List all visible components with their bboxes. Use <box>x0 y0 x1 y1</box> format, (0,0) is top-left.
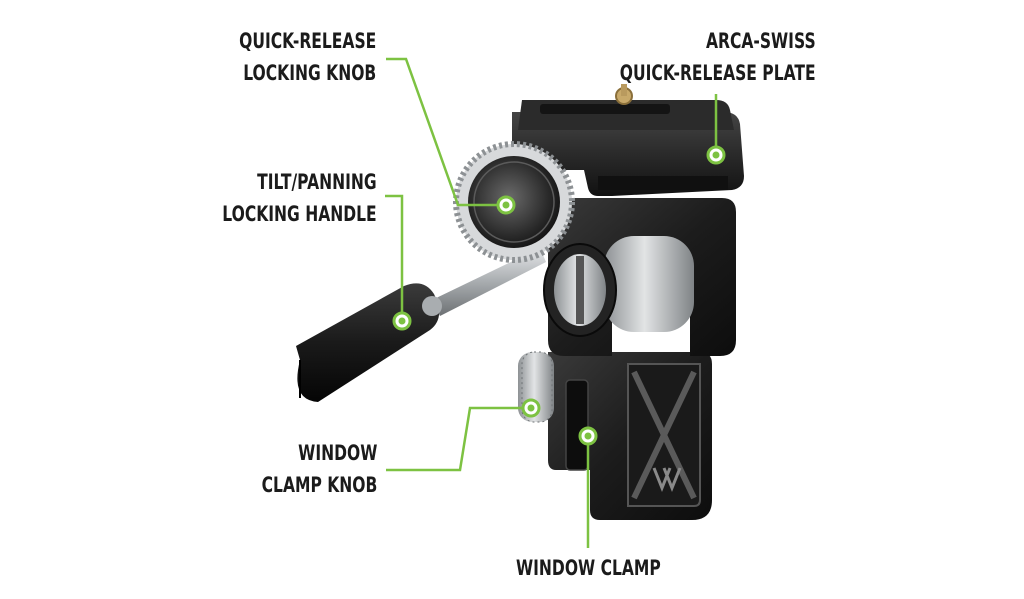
leader-clamp-knob <box>386 406 528 472</box>
dot-window-clamp <box>578 426 598 446</box>
arca-swiss-plate <box>512 84 744 196</box>
dot-tilt-handle <box>392 311 412 331</box>
callout-window-clamp-line1: WINDOW CLAMP <box>516 556 661 580</box>
callout-tilt-handle: TILT/PANNING LOCKING HANDLE <box>223 166 377 230</box>
callout-window-clamp: WINDOW CLAMP <box>516 552 661 584</box>
callout-arca-plate-line1: ARCA-SWISS <box>706 29 816 53</box>
dot-clamp-knob <box>521 398 541 418</box>
leader-tilt-handle <box>385 194 404 321</box>
callout-quick-release-knob-line1: QUICK-RELEASE <box>238 29 376 53</box>
window-clamp-body <box>548 352 712 520</box>
leader-lines <box>385 57 718 548</box>
dot-arca-plate <box>706 145 726 165</box>
callout-arca-plate: ARCA-SWISS QUICK-RELEASE PLATE <box>620 25 816 89</box>
callout-clamp-knob-line2: CLAMP KNOB <box>261 473 377 497</box>
handle-grip <box>296 283 442 402</box>
handle-rod <box>432 248 546 316</box>
callout-dots <box>392 145 726 446</box>
callout-arca-plate-line2: QUICK-RELEASE PLATE <box>620 61 816 85</box>
leader-quick-release-knob <box>386 57 504 207</box>
callout-tilt-handle-line1: TILT/PANNING <box>257 170 377 194</box>
callout-clamp-knob: WINDOW CLAMP KNOB <box>261 437 377 501</box>
callout-quick-release-knob-line2: LOCKING KNOB <box>242 61 376 85</box>
callout-clamp-knob-line1: WINDOW <box>297 441 377 465</box>
callout-quick-release-knob: QUICK-RELEASE LOCKING KNOB <box>239 25 376 89</box>
pan-tilt-body <box>543 198 736 356</box>
callout-tilt-handle-line2: LOCKING HANDLE <box>222 202 377 226</box>
dot-quick-release-knob <box>496 195 516 215</box>
